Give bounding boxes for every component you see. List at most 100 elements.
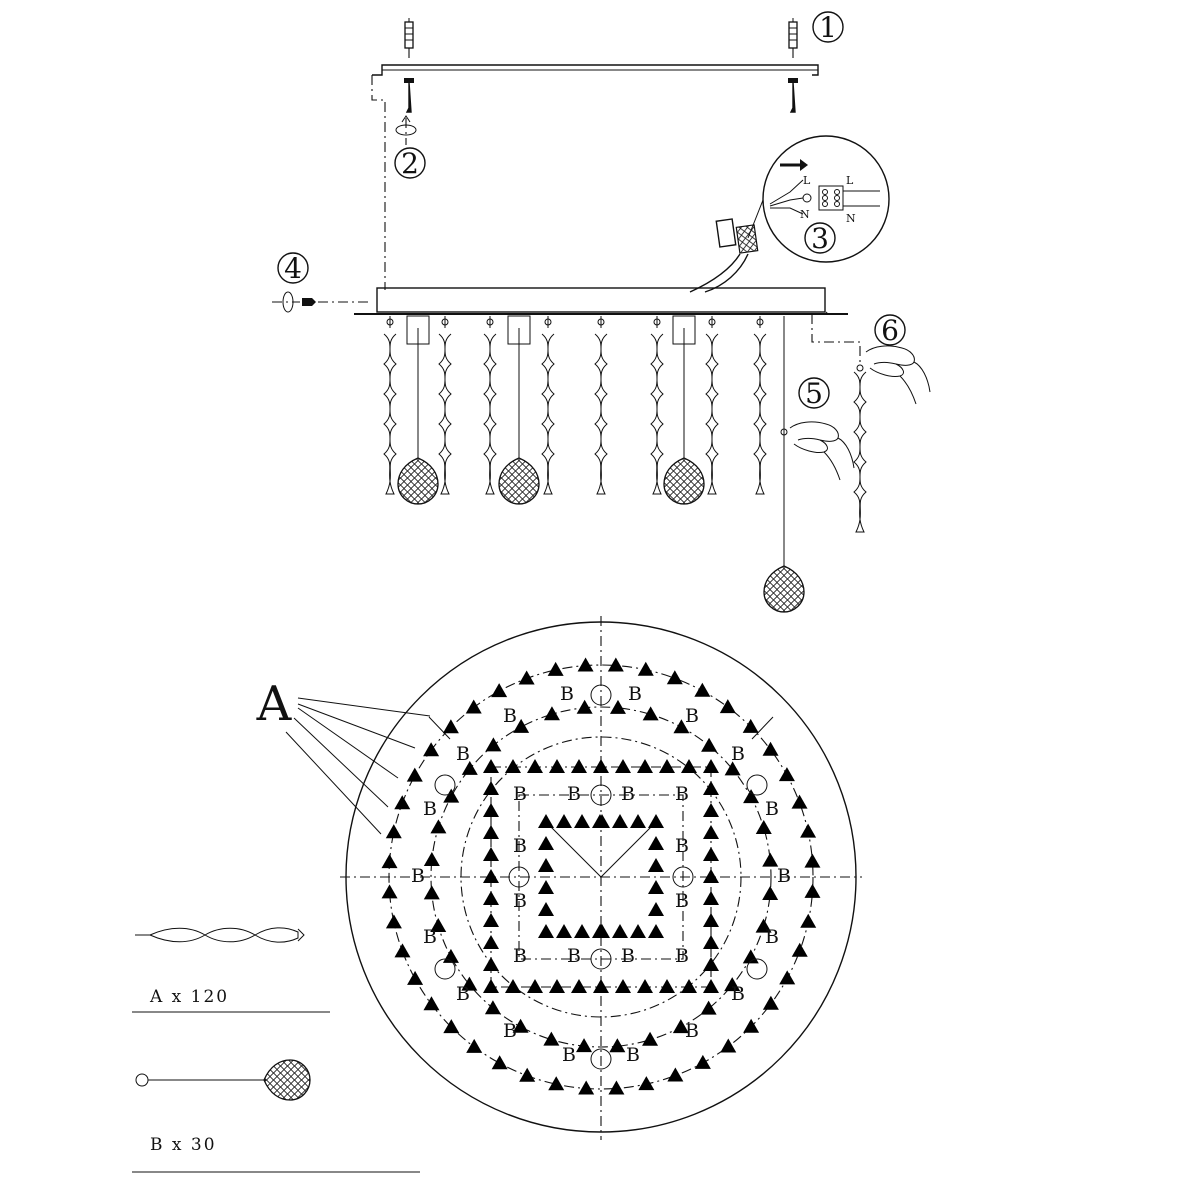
pendant-position-marker <box>800 913 817 928</box>
ball-pendant-icon <box>763 565 805 613</box>
pendant-position-marker <box>648 814 664 828</box>
pendant-position-marker <box>791 942 808 957</box>
hand-icon <box>865 345 931 405</box>
pendant-position-marker <box>701 737 718 752</box>
pendant-position-marker <box>513 718 530 733</box>
pendant-position-marker <box>548 1076 565 1091</box>
hand-icon <box>789 421 855 481</box>
pendant-position-marker <box>615 759 631 773</box>
pendant-position-marker <box>538 814 554 828</box>
twist-pendant-icon <box>753 333 767 495</box>
connector-box <box>689 218 759 293</box>
ball-position-marker <box>590 684 612 706</box>
pendant-callout-label: A <box>256 676 293 732</box>
pendant-position-marker <box>720 1038 737 1053</box>
pendant-position-marker <box>466 1038 483 1053</box>
pendant-position-marker <box>607 657 624 672</box>
pendant-position-marker <box>703 913 719 927</box>
pendant-position-marker <box>648 858 664 872</box>
twist-pendant-icon <box>149 927 299 943</box>
ball-pendant-icon <box>397 457 439 505</box>
pendant-position-marker <box>642 706 659 721</box>
twist-pendant-icon <box>853 371 867 533</box>
pendant-position-marker <box>423 742 440 757</box>
pendant-position-marker <box>791 794 808 809</box>
pendant-position-marker <box>612 924 628 938</box>
step-3-label: 3 <box>811 222 829 255</box>
pendant-position-marker <box>547 661 564 676</box>
pendant-position-marker <box>694 1054 711 1069</box>
step-2-label: 2 <box>401 147 419 180</box>
ball-hanging-step <box>763 316 855 613</box>
ball-position-label: B <box>423 926 437 948</box>
pendant-position-marker <box>762 885 779 900</box>
pendant-position-marker <box>703 869 719 883</box>
ball-position-label: B <box>513 945 527 967</box>
pendant-position-marker <box>612 814 628 828</box>
pendant-position-marker <box>394 795 411 810</box>
pendant-position-marker <box>512 1018 529 1033</box>
pendant-position-marker <box>577 657 594 672</box>
hanging-pendants <box>383 315 767 505</box>
pendant-position-marker <box>443 1019 460 1034</box>
step-4-label: 4 <box>284 252 302 285</box>
pendant-position-marker <box>659 759 675 773</box>
pendant-position-marker <box>556 814 572 828</box>
pendant-position-marker <box>538 858 554 872</box>
pendant-position-marker <box>742 718 759 733</box>
pendant-position-marker <box>742 949 759 964</box>
pendant-position-marker <box>483 957 499 971</box>
pendant-position-marker <box>593 759 609 773</box>
pendant-position-marker <box>804 853 821 868</box>
pendant-position-marker <box>648 902 664 916</box>
pendant-position-marker <box>491 683 508 698</box>
ball-position-marker <box>672 866 694 888</box>
pendant-position-marker <box>755 918 772 933</box>
pendant-position-marker <box>483 825 499 839</box>
block-neutral-label: N <box>846 212 856 225</box>
ball-position-label: B <box>675 783 689 805</box>
pendant-position-marker <box>574 814 590 828</box>
ball-position-label: B <box>621 783 635 805</box>
pendant-position-marker <box>703 891 719 905</box>
pendant-position-marker <box>483 781 499 795</box>
pendant-position-marker <box>755 819 772 834</box>
pendant-position-marker <box>571 979 587 993</box>
pendant-position-marker <box>608 1080 625 1095</box>
pendant-position-marker <box>648 880 664 894</box>
pendant-position-marker <box>491 1055 508 1070</box>
pendant-position-marker <box>543 1031 560 1046</box>
pendant-position-marker <box>538 924 554 938</box>
pendant-position-marker <box>703 781 719 795</box>
pendant-position-marker <box>381 884 398 899</box>
pendant-position-marker <box>483 935 499 949</box>
pendant-position-marker <box>538 902 554 916</box>
pendant-position-marker <box>648 836 664 850</box>
ball-position-label: B <box>675 835 689 857</box>
step-1-label: 1 <box>819 11 837 44</box>
pendant-position-marker <box>461 976 478 991</box>
ball-position-label: B <box>513 783 527 805</box>
pendant-position-marker <box>483 847 499 861</box>
ball-position-marker <box>590 948 612 970</box>
ball-position-marker <box>746 958 768 980</box>
pendant-position-marker <box>681 759 697 773</box>
pendant-position-marker <box>638 1076 655 1091</box>
pendant-position-marker <box>423 852 440 867</box>
ball-position-label: B <box>675 890 689 912</box>
pendant-position-marker <box>576 1038 593 1053</box>
pendant-position-marker <box>703 935 719 949</box>
pendant-position-marker <box>483 869 499 883</box>
canopy <box>354 287 848 315</box>
pendant-position-marker <box>703 847 719 861</box>
ball-position-label: B <box>675 945 689 967</box>
pendant-position-marker <box>576 699 593 714</box>
pendant-position-marker <box>485 737 502 752</box>
pendant-position-marker <box>518 670 535 685</box>
pendant-position-marker <box>609 1038 626 1053</box>
pendant-position-marker <box>483 913 499 927</box>
ball-position-label: B <box>456 743 470 765</box>
